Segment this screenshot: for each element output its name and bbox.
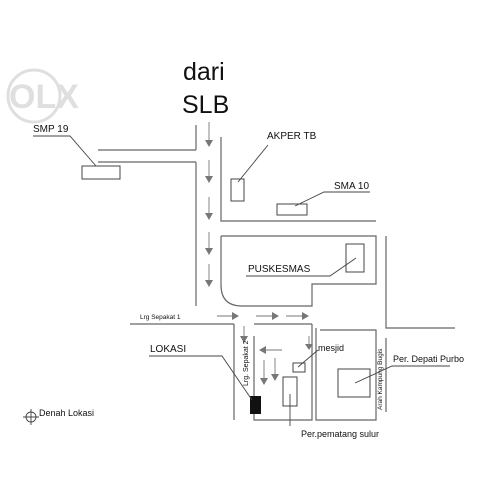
legend-title: Denah Lokasi — [39, 408, 94, 418]
route-arrow — [205, 232, 213, 255]
route-arrow — [305, 336, 313, 350]
main-road-right-edge — [220, 137, 376, 222]
target-location-marker — [250, 396, 261, 414]
right-road-left-edge — [315, 328, 377, 421]
route-arrow — [205, 264, 213, 287]
route-arrow — [205, 122, 213, 147]
route-arrow — [256, 312, 279, 320]
origin-label-line1: dari — [183, 58, 225, 86]
depati-building — [337, 368, 371, 398]
smp19-leader — [33, 135, 97, 167]
puskesmas-label: PUSKESMAS — [248, 264, 311, 275]
sepakat2-street-label: Lrg. Sepakat 2 — [243, 340, 250, 386]
sma10-building — [276, 203, 308, 216]
depati-leader — [354, 365, 450, 384]
sma10-leader — [294, 191, 370, 207]
lokasi-leader — [149, 355, 253, 401]
top-branch-road — [98, 149, 196, 163]
watermark-text: OLX — [9, 78, 79, 116]
depati-label: Per. Depati Purbo — [393, 354, 464, 364]
lokasi-label: LOKASI — [150, 344, 186, 355]
masjid-building — [292, 362, 306, 373]
route-arrow — [205, 160, 213, 183]
road-network — [98, 125, 455, 421]
akper-label: AKPER TB — [267, 131, 317, 142]
route-arrow — [259, 346, 282, 354]
route-arrows — [205, 122, 313, 385]
pematang-label: Per.pematang sulur — [301, 429, 379, 439]
smp19-building — [81, 165, 121, 180]
route-arrow — [240, 326, 248, 343]
sma10-label: SMA 10 — [334, 181, 369, 192]
masjid-leader — [297, 349, 319, 368]
route-arrow — [205, 197, 213, 220]
junction-curve — [220, 235, 377, 307]
masjid-label: mesjid — [318, 343, 344, 353]
route-arrow — [260, 360, 268, 385]
map-legend: Denah Lokasi — [23, 408, 94, 425]
leader-lines — [33, 135, 450, 426]
route-arrow — [271, 358, 279, 381]
route-arrow — [286, 312, 309, 320]
compass-icon — [23, 409, 39, 425]
akper-building — [230, 178, 245, 202]
akper-leader — [237, 144, 269, 183]
puskesmas-leader — [246, 257, 357, 277]
puskesmas-building — [345, 243, 365, 273]
origin-label-line2: SLB — [182, 91, 229, 119]
olx-watermark: OLX — [6, 68, 79, 124]
route-arrow — [217, 312, 239, 320]
kampung-street-label: Arah Kampung Bugis — [377, 348, 384, 410]
sepakat2-right-edge — [253, 324, 313, 421]
smp19-label: SMP 19 — [33, 124, 69, 135]
sepakat1-street-label: Lrg Sepakat 1 — [140, 314, 181, 321]
far-right-road — [385, 236, 455, 329]
